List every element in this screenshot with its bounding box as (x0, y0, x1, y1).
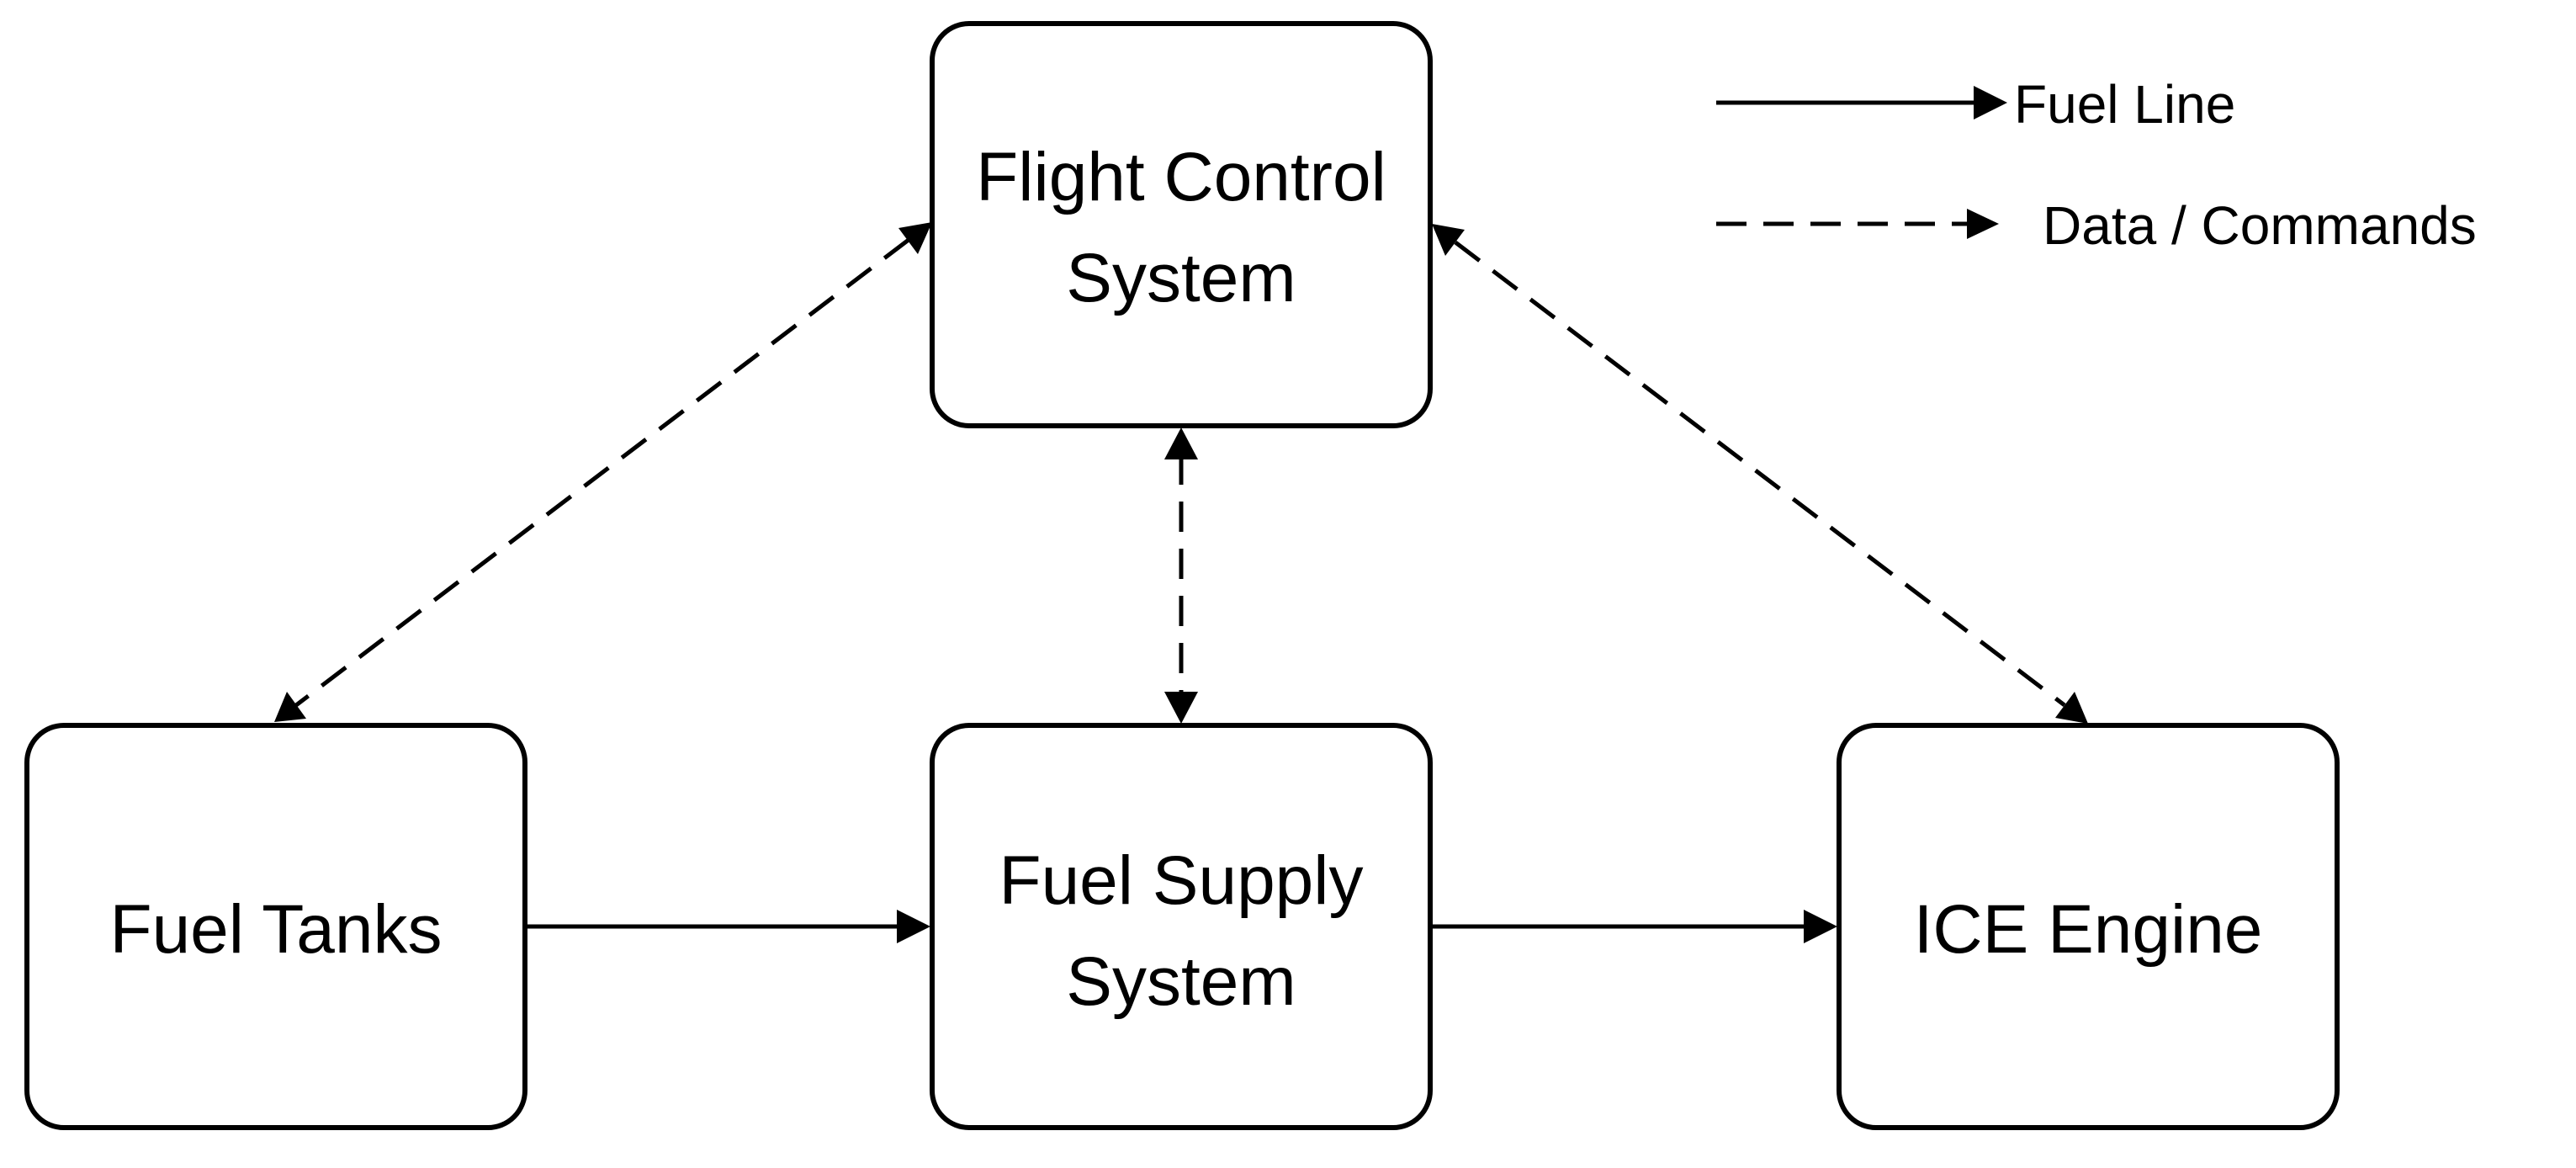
fuel-tanks-label: Fuel Tanks (109, 891, 442, 968)
legend-fuel-line-label: Fuel Line (2014, 74, 2235, 135)
legend-data-commands: Data / Commands (1716, 195, 2477, 256)
data-line-control-to-supply (1164, 427, 1198, 724)
data-line-control-to-engine (1432, 224, 2088, 724)
fuel-supply-label-line2: System (1066, 943, 1296, 1020)
fuel-line-tanks-to-supply (527, 910, 930, 943)
flight-control-label-line1: Flight Control (976, 139, 1386, 215)
legend: Fuel Line Data / Commands (1716, 74, 2477, 256)
fuel-supply-system-node: Fuel Supply System (930, 723, 1433, 1130)
flight-control-label-line2: System (1066, 240, 1296, 316)
fuel-tanks-node: Fuel Tanks (24, 723, 527, 1130)
legend-data-commands-label: Data / Commands (2043, 195, 2477, 256)
flight-control-system-node: Flight Control System (930, 21, 1433, 428)
fuel-line-supply-to-engine (1432, 910, 1837, 943)
legend-fuel-line: Fuel Line (1716, 74, 2235, 135)
fuel-supply-label-line1: Fuel Supply (999, 842, 1363, 919)
data-line-control-to-tanks (274, 222, 932, 722)
ice-engine-label: ICE Engine (1914, 891, 2263, 968)
ice-engine-node: ICE Engine (1837, 723, 2340, 1130)
